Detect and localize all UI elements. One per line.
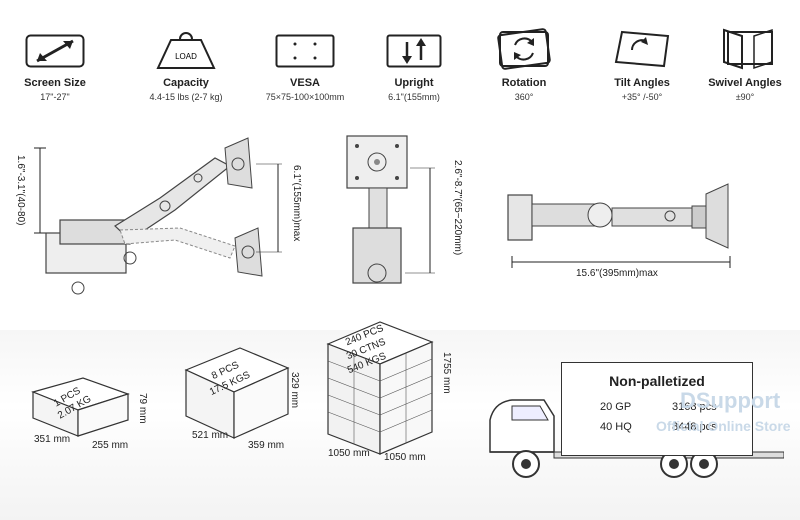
rotation-icon xyxy=(497,28,551,70)
diagonal-arrows-icon xyxy=(25,34,85,68)
package-2-width: 521 mm xyxy=(192,430,229,441)
package-2-height: 329 mm xyxy=(289,372,300,409)
package-single-drawing xyxy=(31,377,130,437)
package-2-depth: 359 mm xyxy=(248,440,285,451)
top-reach-label: 15.6"(395mm)max xyxy=(576,268,658,279)
watermark-brand: DSupport xyxy=(680,388,781,413)
shipping-qty-40hq: 8448 pcs xyxy=(672,421,717,433)
upright-range-label: 6.1"(155mm)max xyxy=(291,165,302,242)
feature-value: 6.1"(155mm) xyxy=(388,92,440,102)
package-pallet-drawing xyxy=(326,321,434,455)
package-1-height: 79 mm xyxy=(137,393,148,424)
shipping-container-40hq: 40 HQ xyxy=(600,421,632,433)
shipping-container-20gp: 20 GP xyxy=(600,401,632,413)
feature-title: Screen Size xyxy=(24,77,86,89)
feature-value: 360° xyxy=(514,92,534,102)
feature-title: Tilt Angles xyxy=(614,77,670,89)
swivel-icon xyxy=(723,28,773,70)
tilt-icon xyxy=(614,30,670,68)
package-1-depth: 255 mm xyxy=(92,440,129,451)
feature-value: 17"-27" xyxy=(40,92,70,102)
watermark-tagline: Official Online Store xyxy=(656,418,791,434)
front-range-label: 2.6"-8.7"(65~220mm) xyxy=(452,160,463,256)
feature-title: Capacity xyxy=(163,77,209,89)
side-height-label: 1.6"-3.1"(40-80) xyxy=(15,155,26,226)
package-carton-drawing xyxy=(184,347,290,439)
updown-arrows-icon xyxy=(386,34,442,68)
weight-icon-text: LOAD xyxy=(175,52,197,61)
feature-title: Rotation xyxy=(501,77,547,89)
package-1-width: 351 mm xyxy=(34,434,71,445)
package-3-height: 1755 mm xyxy=(441,352,452,394)
package-3-width: 1050 mm xyxy=(328,448,370,459)
feature-title: VESA xyxy=(290,77,320,89)
shipping-info-box: Non-palletized 20 GP 3168 pcs 40 HQ 8448… xyxy=(561,362,753,456)
package-3-depth: 1050 mm xyxy=(384,452,426,463)
feature-value: 75×75-100×100mm xyxy=(265,92,345,102)
vesa-plate-icon xyxy=(275,34,335,68)
shipping-qty-20gp: 3168 pcs xyxy=(672,401,717,413)
weight-icon: LOAD xyxy=(156,32,216,69)
top-view-drawing xyxy=(507,183,731,268)
shipping-title: Non-palletized xyxy=(609,373,705,389)
feature-value: ±90° xyxy=(735,92,755,102)
feature-value: 4.4-15 lbs (2-7 kg) xyxy=(149,92,223,102)
feature-value: +35° /-50° xyxy=(621,92,663,102)
feature-title: Swivel Angles xyxy=(708,77,782,89)
side-view-drawing xyxy=(34,137,282,295)
feature-title: Upright xyxy=(394,77,434,89)
front-view-drawing xyxy=(346,135,435,284)
